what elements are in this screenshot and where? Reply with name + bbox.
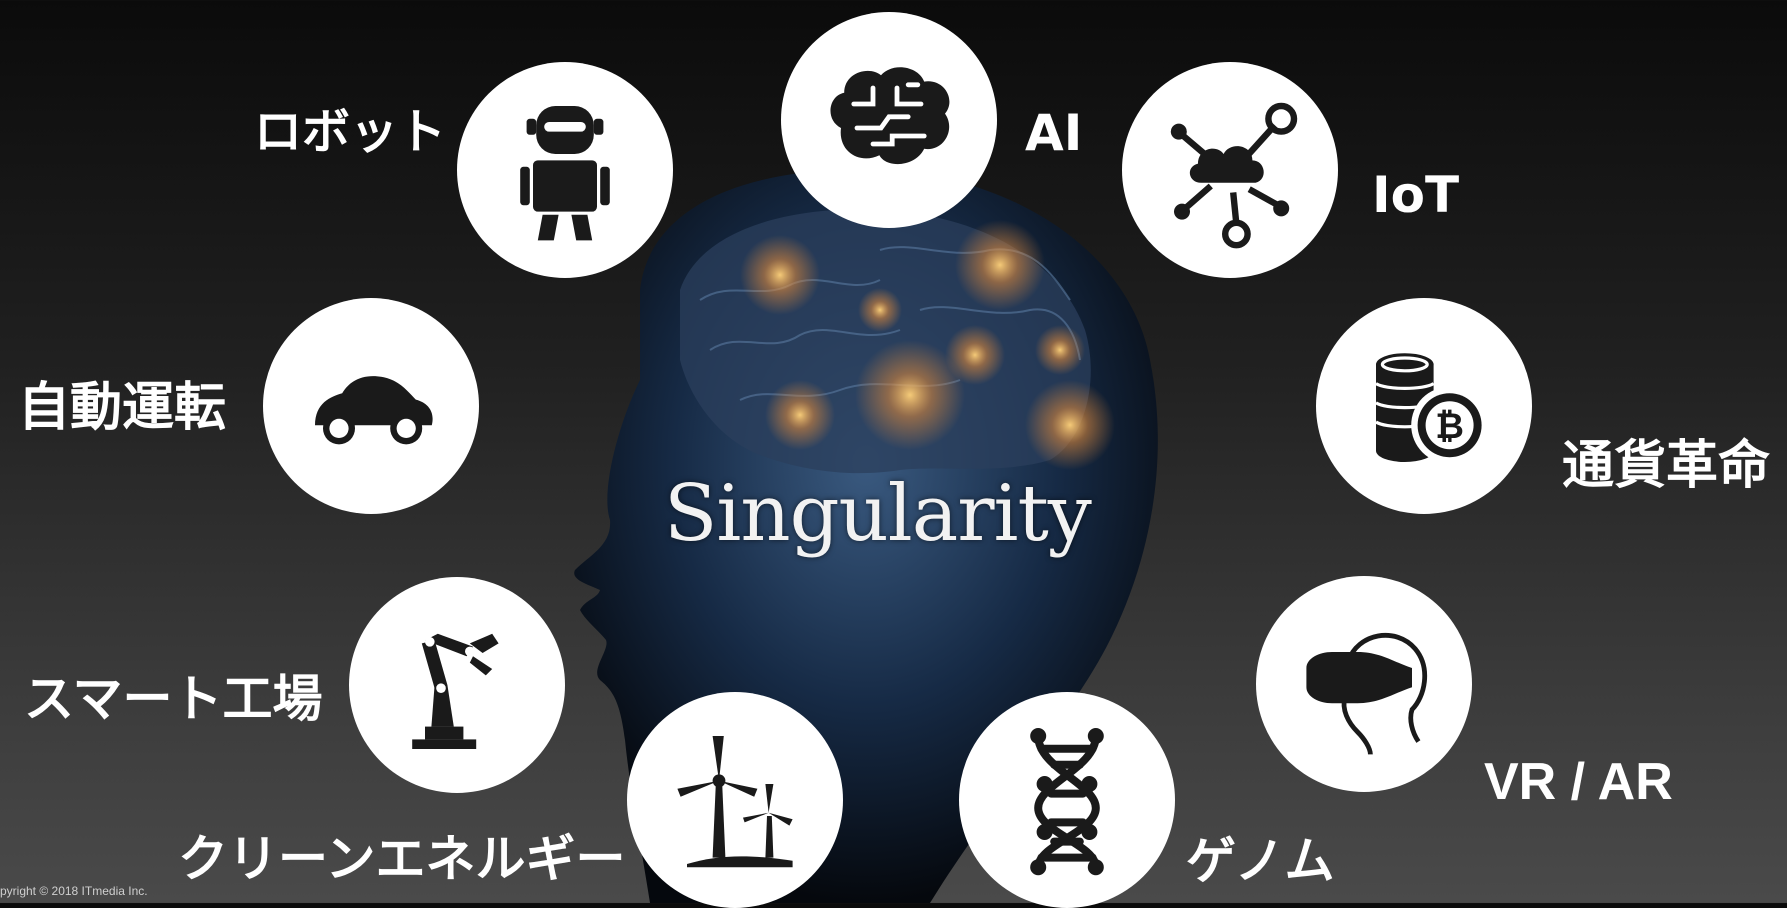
factory-circle <box>349 577 565 793</box>
car-icon <box>315 376 433 445</box>
brain-glow-points <box>740 220 1115 470</box>
wind-turbine-icon <box>677 736 793 868</box>
dna-icon <box>1030 728 1104 876</box>
iot-circle <box>1122 62 1338 278</box>
energy-circle <box>627 692 843 908</box>
brain-circuit-icon <box>830 67 950 165</box>
bitcoin-coins-icon: ₿ <box>1375 353 1488 464</box>
genome-circle <box>959 692 1175 908</box>
ai-circle <box>781 12 997 228</box>
vr-headset-icon <box>1306 632 1428 755</box>
svg-text:₿: ₿ <box>1435 406 1464 447</box>
currency-circle: ₿ <box>1316 298 1532 514</box>
label-vrar: VR / AR <box>1484 753 1673 811</box>
label-genome: ゲノム <box>1186 832 1335 890</box>
label-ai: AI <box>1025 104 1083 162</box>
autonomous-circle <box>263 298 479 514</box>
robot-arm-icon <box>412 633 499 749</box>
vrar-circle <box>1256 576 1472 792</box>
copyright-text: pyright © 2018 ITmedia Inc. <box>0 884 148 898</box>
robot-circle <box>457 62 673 278</box>
label-robot: ロボット <box>254 104 447 160</box>
cloud-network-icon <box>1170 102 1298 249</box>
label-energy: クリーンエネルギー <box>178 830 626 888</box>
label-factory: スマート工場 <box>24 670 323 728</box>
label-currency: 通貨革命 <box>1562 436 1771 496</box>
center-title: Singularity <box>664 469 1092 559</box>
robot-icon <box>520 106 610 241</box>
label-iot: IoT <box>1372 166 1460 224</box>
label-autonomous: 自動運転 <box>18 378 227 438</box>
